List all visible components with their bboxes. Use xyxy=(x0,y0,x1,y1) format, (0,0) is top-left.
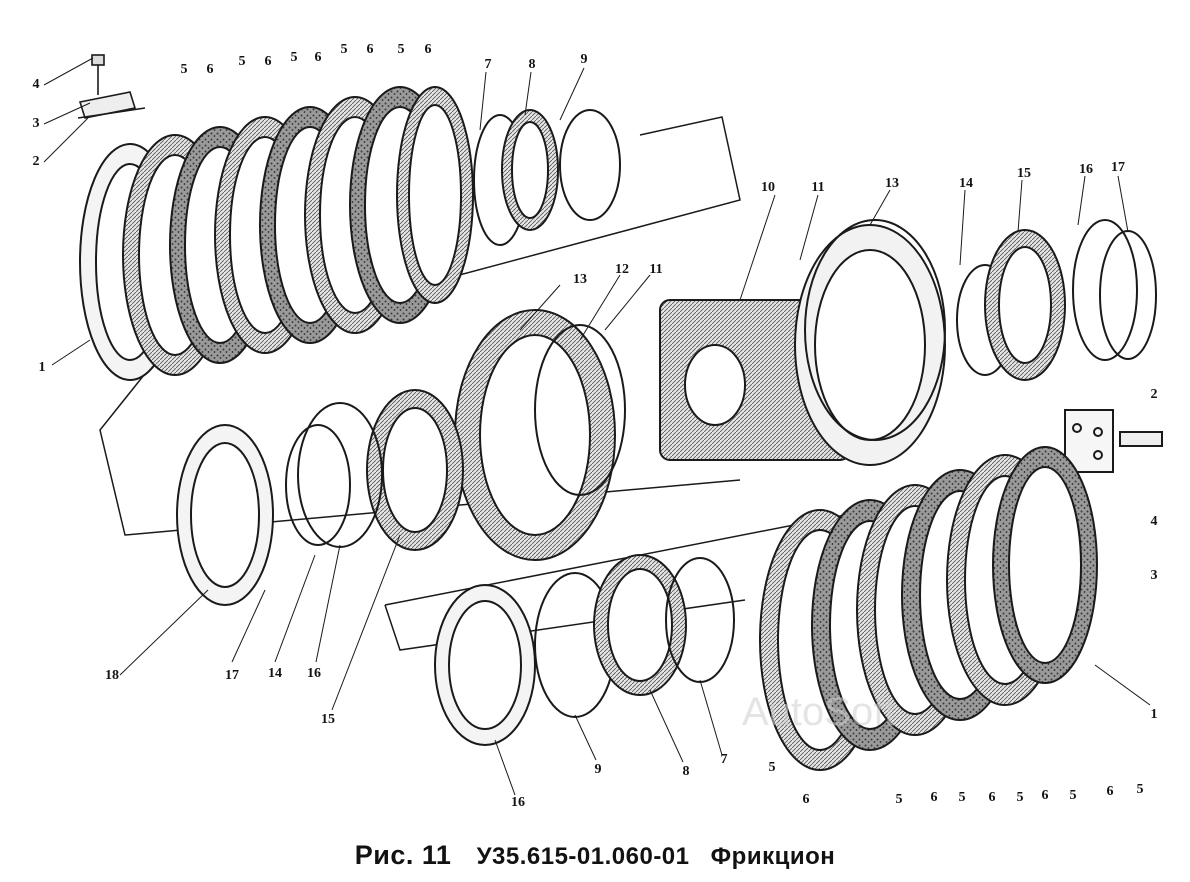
callout-label: 6 xyxy=(315,50,322,65)
watermark-text: AutoSoft xyxy=(742,690,895,734)
callout-label: 2 xyxy=(33,154,40,169)
callout-label: 4 xyxy=(1151,514,1158,529)
callout-label: 15 xyxy=(1017,166,1031,181)
callout-label: 5 xyxy=(1070,788,1077,803)
callout-label: 14 xyxy=(959,176,973,191)
callout-label: 7 xyxy=(485,57,492,72)
callout-label: 8 xyxy=(683,764,690,779)
callout-label: 1 xyxy=(39,360,46,375)
middle-ring-set xyxy=(176,309,626,606)
figure-caption: Рис. 11 У35.615-01.060-01 Фрикцион xyxy=(0,840,1190,871)
callout-label: 5 xyxy=(1017,790,1024,805)
callout-label: 5 xyxy=(959,790,966,805)
callout-label: 16 xyxy=(511,795,525,810)
callout-label: 5 xyxy=(769,760,776,775)
callout-label: 9 xyxy=(581,52,588,67)
callout-label: 6 xyxy=(367,42,374,57)
callout-label: 17 xyxy=(225,668,239,683)
callout-label: 5 xyxy=(896,792,903,807)
callout-label: 5 xyxy=(181,62,188,77)
callout-label: 6 xyxy=(931,790,938,805)
callout-label: 11 xyxy=(649,262,662,277)
callout-label: 16 xyxy=(1079,162,1093,177)
callout-label: 1 xyxy=(1151,707,1158,722)
callout-label: 5 xyxy=(291,50,298,65)
callout-label: 18 xyxy=(105,668,119,683)
callout-label: 16 xyxy=(307,666,321,681)
callout-label: 5 xyxy=(239,54,246,69)
callout-label: 3 xyxy=(33,116,40,131)
figure-label: Рис. 11 xyxy=(354,840,452,870)
top-left-plate-pack xyxy=(77,54,621,381)
callout-label: 6 xyxy=(425,42,432,57)
callout-label: 6 xyxy=(265,54,272,69)
callout-label: 5 xyxy=(398,42,405,57)
callout-label: 4 xyxy=(33,77,40,92)
callout-label: 6 xyxy=(207,62,214,77)
callout-label: 13 xyxy=(885,176,899,191)
callout-label: 15 xyxy=(321,712,335,727)
callout-label: 6 xyxy=(803,792,810,807)
top-right-drum-assembly xyxy=(659,219,1163,473)
callout-label: 3 xyxy=(1151,568,1158,583)
callout-label: 14 xyxy=(268,666,282,681)
callout-numbers: 4 3 2 1 5 6 5 6 5 6 5 6 5 6 7 8 9 10 11 … xyxy=(33,42,1158,810)
callout-label: 6 xyxy=(989,790,996,805)
callout-label: 8 xyxy=(529,57,536,72)
part-code: У35.615-01.060-01 xyxy=(476,843,690,870)
figure-title: Фрикцион xyxy=(710,843,836,870)
bottom-right-plate-pack xyxy=(759,446,1098,771)
callout-label: 9 xyxy=(595,762,602,777)
callout-label: 10 xyxy=(761,180,775,195)
callout-label: 6 xyxy=(1042,788,1049,803)
bottom-ring-set xyxy=(434,554,735,746)
callout-label: 12 xyxy=(615,262,629,277)
callout-label: 7 xyxy=(721,752,728,767)
callout-label: 13 xyxy=(573,272,587,287)
leader-lines xyxy=(43,57,1151,796)
callout-label: 6 xyxy=(1107,784,1114,799)
callout-label: 17 xyxy=(1111,160,1125,175)
callout-label: 5 xyxy=(341,42,348,57)
callout-label: 5 xyxy=(1137,782,1144,797)
callout-label: 11 xyxy=(811,180,824,195)
callout-label: 2 xyxy=(1151,387,1158,402)
